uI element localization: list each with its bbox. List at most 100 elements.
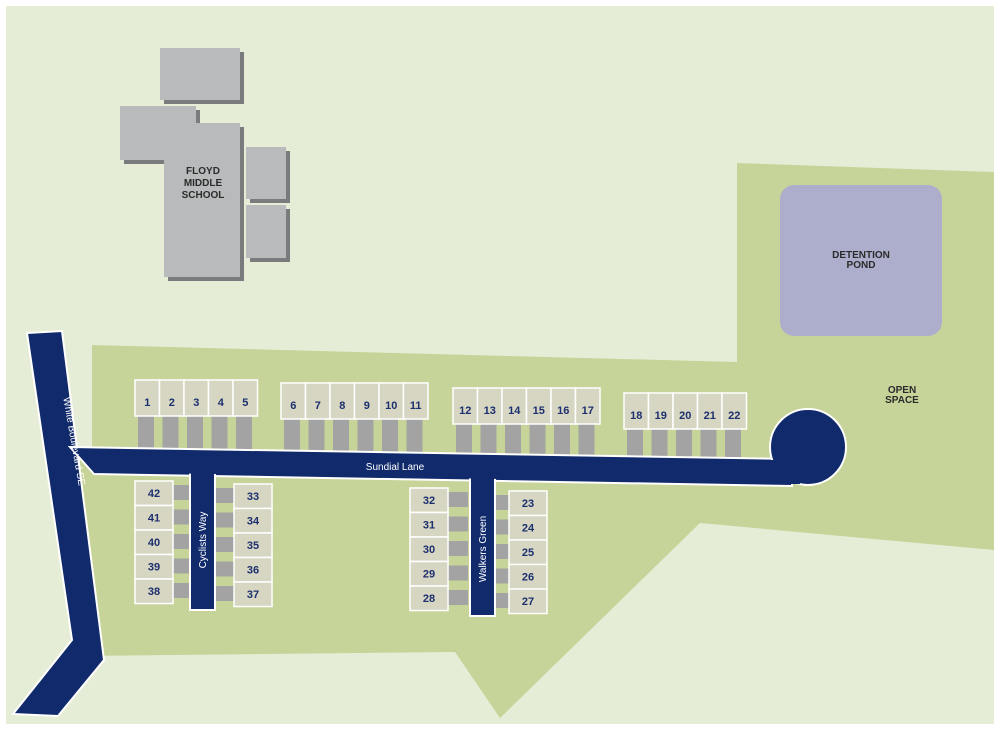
lot-label-21: 21 — [704, 410, 716, 422]
lot-label-3: 3 — [193, 397, 199, 409]
lot-label-7: 7 — [315, 400, 321, 412]
lot-label-8: 8 — [339, 400, 345, 412]
driveway — [284, 419, 300, 453]
driveway — [505, 424, 521, 458]
lot-37[interactable] — [233, 581, 273, 608]
lot-label-30: 30 — [423, 544, 435, 556]
lot-39[interactable] — [134, 553, 174, 580]
lot-label-28: 28 — [423, 593, 435, 605]
lot-label-19: 19 — [655, 410, 667, 422]
lot-label-6: 6 — [290, 400, 296, 412]
driveway — [382, 419, 398, 453]
lot-19[interactable] — [647, 392, 674, 430]
lot-20[interactable] — [672, 392, 699, 430]
driveway — [211, 416, 228, 450]
lot-label-40: 40 — [148, 537, 160, 549]
driveway — [214, 561, 234, 577]
lot-23[interactable] — [508, 490, 548, 517]
driveway — [406, 419, 423, 453]
lot-7[interactable] — [304, 382, 331, 420]
school-label-line-3: SCHOOL — [182, 190, 225, 201]
lot-label-29: 29 — [423, 569, 435, 581]
lot-label-20: 20 — [679, 410, 691, 422]
lot-22[interactable] — [721, 392, 748, 430]
lot-label-17: 17 — [582, 405, 594, 417]
lot-8[interactable] — [329, 382, 356, 420]
lot-12[interactable] — [452, 387, 479, 425]
cyclists-way-road — [189, 467, 216, 611]
lot-27[interactable] — [508, 588, 548, 615]
open-space-label-line-2: SPACE — [885, 395, 919, 406]
floyd-middle-school: FLOYD MIDDLE SCHOOL — [120, 48, 290, 281]
driveway — [333, 419, 349, 453]
driveway — [214, 488, 234, 503]
lot-34[interactable] — [233, 507, 273, 534]
lot-41[interactable] — [134, 504, 174, 531]
lot-11[interactable] — [402, 382, 429, 420]
lot-label-38: 38 — [148, 586, 160, 598]
driveway — [448, 492, 468, 507]
lot-35[interactable] — [233, 532, 273, 559]
driveway — [162, 416, 179, 450]
lot-label-22: 22 — [728, 410, 740, 422]
driveway — [627, 429, 643, 463]
lot-label-15: 15 — [533, 405, 545, 417]
lot-label-5: 5 — [242, 397, 248, 409]
driveway — [554, 424, 570, 458]
lot-24[interactable] — [508, 514, 548, 541]
sundial-lane-label: Sundial Lane — [366, 462, 425, 473]
driveway — [725, 429, 741, 463]
lot-14[interactable] — [501, 387, 528, 425]
lot-label-23: 23 — [522, 498, 534, 510]
lot-17[interactable] — [574, 387, 601, 425]
driveway — [173, 509, 193, 525]
driveway — [236, 416, 252, 450]
lot-label-27: 27 — [522, 596, 534, 608]
lot-label-16: 16 — [557, 405, 569, 417]
roads — [10, 329, 847, 718]
lot-label-11: 11 — [410, 400, 422, 412]
driveway — [448, 516, 468, 532]
lot-label-25: 25 — [522, 547, 534, 559]
lot-31[interactable] — [409, 511, 449, 538]
driveway — [308, 419, 325, 453]
lot-42[interactable] — [134, 480, 174, 507]
walkers-join-cover — [472, 472, 493, 484]
lot-26[interactable] — [508, 563, 548, 590]
lot-28[interactable] — [409, 585, 449, 612]
driveway — [448, 590, 468, 605]
lot-21[interactable] — [696, 392, 723, 430]
lot-30[interactable] — [409, 536, 449, 563]
lot-5[interactable] — [232, 379, 259, 417]
lot-6[interactable] — [280, 382, 307, 420]
lot-label-34: 34 — [247, 516, 260, 528]
cyclists-way-label: Cyclists Way — [198, 512, 209, 569]
lot-label-26: 26 — [522, 572, 534, 584]
school-label-line-1: FLOYD — [186, 166, 220, 177]
lot-label-37: 37 — [247, 589, 259, 601]
road-join-cover — [72, 449, 790, 484]
lot-10[interactable] — [378, 382, 405, 420]
lot-label-35: 35 — [247, 540, 259, 552]
culdesac-join-cover — [770, 460, 800, 484]
pond-label-line-2: POND — [847, 260, 876, 271]
driveway — [676, 429, 692, 463]
driveway — [700, 429, 717, 463]
driveway — [578, 424, 595, 458]
driveway — [651, 429, 668, 463]
lot-15[interactable] — [525, 387, 552, 425]
lot-label-18: 18 — [630, 410, 642, 422]
walkers-green-label: Walkers Green — [478, 516, 489, 582]
lot-label-33: 33 — [247, 491, 259, 503]
driveway — [173, 558, 193, 574]
lot-9[interactable] — [353, 382, 380, 420]
lot-38[interactable] — [134, 578, 174, 605]
lot-label-32: 32 — [423, 495, 435, 507]
lot-label-42: 42 — [148, 488, 160, 500]
lot-label-2: 2 — [169, 397, 175, 409]
detention-pond — [780, 185, 942, 336]
lot-36[interactable] — [233, 556, 273, 583]
driveway — [173, 534, 193, 549]
driveway — [138, 416, 154, 450]
